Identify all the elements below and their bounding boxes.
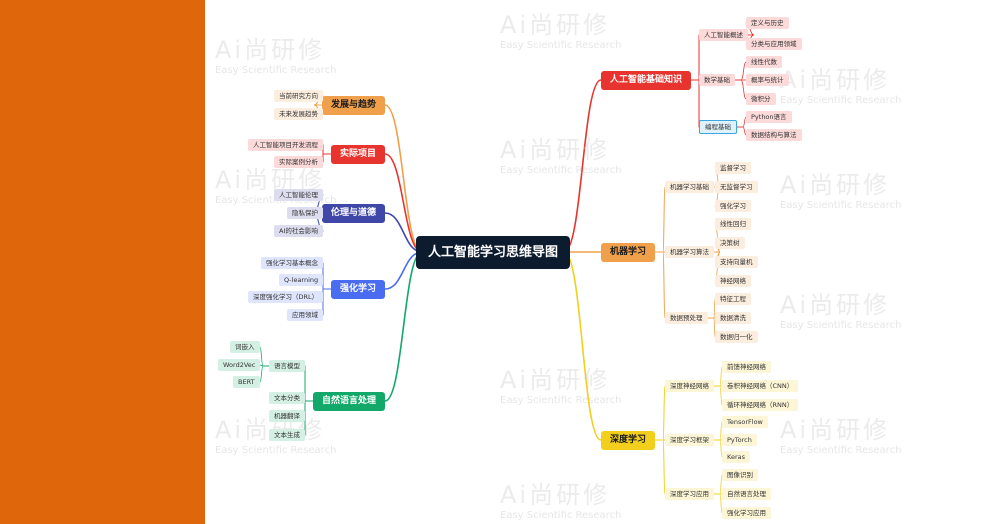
connector-line (322, 288, 332, 298)
leaf-node[interactable]: TensorFlow (722, 415, 768, 428)
connector-line (707, 298, 716, 319)
sub-node[interactable]: 编程基础 (699, 119, 737, 134)
leaf-node[interactable]: 支持向量机 (715, 255, 758, 268)
connector-line (707, 317, 716, 338)
connector-line (384, 251, 423, 402)
sub-node[interactable]: Q-learning (279, 273, 324, 286)
left-panel (0, 0, 205, 524)
connector-line (259, 346, 270, 367)
leaf-node[interactable]: 特征工程 (715, 292, 751, 305)
leaf-node[interactable]: 决策树 (715, 236, 745, 249)
leaf-node[interactable]: 卷积神经网络（CNN） (722, 379, 799, 392)
leaf-node[interactable]: 前馈神经网络 (722, 360, 771, 373)
connector-line (736, 126, 747, 136)
leaf-node[interactable]: Keras (722, 450, 750, 463)
sub-node[interactable]: 隐私保护 (287, 206, 323, 219)
sub-node[interactable]: 机器学习基础 (665, 180, 714, 193)
connector-line (563, 79, 602, 253)
sub-node[interactable]: 深度学习应用 (665, 487, 714, 500)
connector-line (734, 61, 747, 81)
connector-line (259, 365, 270, 383)
connector-line (654, 385, 666, 441)
branch-dl[interactable]: 深度学习 (601, 430, 656, 450)
branch-trend[interactable]: 发展与趋势 (322, 95, 386, 115)
sub-node[interactable]: 应用领域 (287, 308, 323, 321)
leaf-node[interactable]: 数据归一化 (715, 330, 758, 343)
sub-node[interactable]: 机器学习算法 (665, 245, 714, 258)
connector-line (322, 153, 332, 163)
leaf-node[interactable]: 定义与历史 (746, 16, 789, 29)
connector-line (322, 279, 332, 290)
connector-line (322, 288, 332, 316)
leaf-node[interactable]: 神经网络 (715, 274, 751, 287)
sub-node[interactable]: 强化学习基本概念 (261, 256, 323, 269)
leaf-node[interactable]: Python语言 (746, 110, 792, 123)
leaf-node[interactable]: 词嵌入 (230, 340, 260, 353)
sub-node[interactable]: AI的社会影响 (274, 224, 323, 237)
branch-rl[interactable]: 强化学习 (331, 279, 386, 299)
branch-basics[interactable]: 人工智能基础知识 (601, 70, 692, 90)
connector-line (654, 251, 666, 319)
sub-node[interactable]: 数据预处理 (665, 311, 708, 324)
leaf-node[interactable]: 强化学习应用 (722, 506, 771, 519)
connector-line (713, 439, 723, 458)
connector-line (654, 439, 666, 495)
sub-node[interactable]: 语言模型 (269, 359, 305, 372)
branch-nlp[interactable]: 自然语言处理 (313, 391, 386, 411)
leaf-node[interactable]: 图像识别 (722, 468, 758, 481)
branch-ethics[interactable]: 伦理与道德 (322, 203, 386, 223)
sub-node[interactable]: 人工智能伦理 (274, 188, 323, 201)
branch-ml[interactable]: 机器学习 (601, 242, 656, 262)
sub-node[interactable]: 人工智能项目开发流程 (248, 138, 323, 151)
leaf-node[interactable]: 数据清洗 (715, 311, 751, 324)
connector-line (322, 262, 332, 290)
connector-line (304, 400, 314, 417)
leaf-node[interactable]: PyTorch (722, 433, 757, 446)
sub-node[interactable]: 机器翻译 (269, 409, 305, 422)
sub-node[interactable]: 文本分类 (269, 391, 305, 404)
connector-line (713, 493, 723, 514)
sub-node[interactable]: 人工智能概述 (699, 28, 748, 41)
connector-line (384, 104, 423, 253)
connector-line (734, 79, 747, 100)
leaf-node[interactable]: 微积分 (746, 92, 776, 105)
sub-node[interactable]: 数学基础 (699, 73, 735, 86)
sub-node[interactable]: 深度学习框架 (665, 433, 714, 446)
sub-node[interactable]: 未来发展趋势 (274, 107, 323, 120)
connector-line (563, 251, 602, 441)
connector-line (654, 186, 666, 253)
leaf-node[interactable]: 线性回归 (715, 217, 751, 230)
connector-line (304, 365, 314, 402)
leaf-node[interactable]: 数据结构与算法 (746, 128, 802, 141)
branch-project[interactable]: 实际项目 (331, 144, 386, 164)
connector-line (304, 400, 314, 436)
connector-line (713, 421, 723, 441)
leaf-node[interactable]: 监督学习 (715, 161, 751, 174)
connector-line (690, 34, 700, 81)
sub-node[interactable]: 深度强化学习（DRL） (248, 290, 324, 303)
leaf-node[interactable]: BERT (233, 375, 260, 388)
connector-line (736, 116, 747, 128)
center-node[interactable]: 人工智能学习思维导图 (416, 235, 571, 269)
leaf-node[interactable]: Word2Vec (218, 358, 261, 371)
leaf-node[interactable]: 线性代数 (746, 55, 782, 68)
connector-line (713, 385, 723, 406)
leaf-node[interactable]: 循环神经网络（RNN） (722, 398, 799, 411)
mindmap-connectors (259, 22, 755, 514)
sub-node[interactable]: 文本生成 (269, 428, 305, 441)
connector-line (713, 474, 723, 495)
connector-line (713, 366, 723, 387)
connector-line (322, 144, 332, 155)
sub-node[interactable]: 实际案例分析 (274, 155, 323, 168)
connector-line (690, 79, 700, 128)
sub-node[interactable]: 深度神经网络 (665, 379, 714, 392)
leaf-node[interactable]: 强化学习 (715, 199, 751, 212)
leaf-node[interactable]: 无监督学习 (715, 180, 758, 193)
leaf-node[interactable]: 分类与应用领域 (746, 37, 802, 50)
sub-node[interactable]: 当前研究方向 (274, 89, 323, 102)
leaf-node[interactable]: 自然语言处理 (722, 487, 771, 500)
leaf-node[interactable]: 概率与统计 (746, 73, 789, 86)
